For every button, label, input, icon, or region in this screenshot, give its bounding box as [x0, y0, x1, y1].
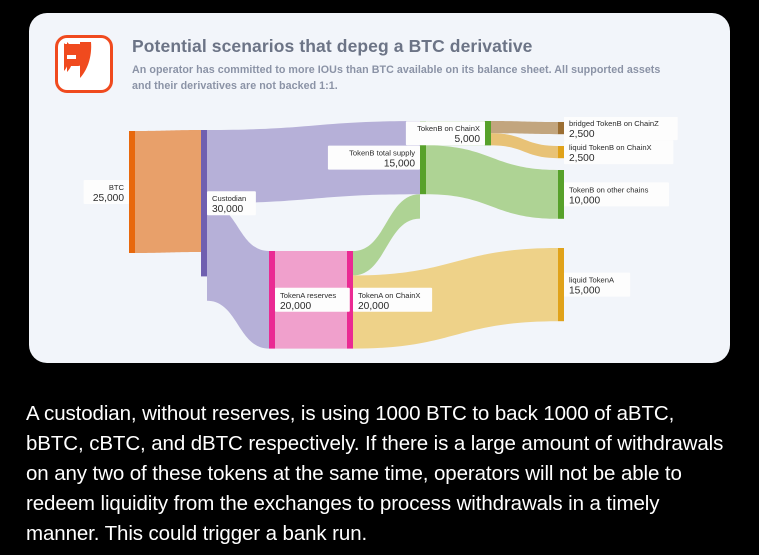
- sankey-link: [353, 194, 420, 276]
- sankey-node-custodian[interactable]: [201, 130, 207, 277]
- node-label: Custodian: [212, 194, 246, 203]
- card-subtitle: An operator has committed to more IOUs t…: [132, 64, 661, 92]
- caption-text: A custodian, without reserves, is using …: [26, 401, 724, 546]
- label-chip: [564, 182, 670, 207]
- label-chip: [327, 145, 420, 170]
- sankey-node-liquid_tokena[interactable]: [558, 248, 564, 322]
- node-label: TokenA reserves: [280, 291, 336, 300]
- sankey-link: [426, 145, 558, 219]
- label-chip: [275, 287, 350, 312]
- node-value: 30,000: [212, 204, 243, 215]
- label-chip: [564, 140, 674, 165]
- sankey-node-btc[interactable]: [129, 131, 135, 253]
- card-title: Potential scenarios that depeg a BTC der…: [132, 36, 533, 56]
- sankey-node-tokena_res[interactable]: [269, 251, 275, 349]
- node-value: 20,000: [280, 301, 311, 312]
- node-value: 10,000: [569, 195, 600, 206]
- blockworks-monogram-logo-icon: [55, 35, 113, 93]
- sankey-link: [353, 248, 558, 349]
- sankey-node-tokenb_supply[interactable]: [420, 121, 426, 195]
- node-label: TokenA on ChainX: [358, 291, 420, 300]
- node-label: liquid TokenA: [569, 276, 615, 285]
- node-label: TokenB on other chains: [569, 185, 649, 194]
- sankey-node-tokena_chainx[interactable]: [347, 251, 353, 349]
- sankey-node-tokenb_chainx[interactable]: [485, 121, 491, 146]
- infographic-card: Potential scenarios that depeg a BTC der…: [29, 13, 730, 363]
- node-value: 15,000: [384, 159, 415, 170]
- label-chip: [83, 180, 129, 204]
- card-header: Potential scenarios that depeg a BTC der…: [55, 35, 710, 94]
- sankey-node-tokenb_other[interactable]: [558, 170, 564, 219]
- sankey-link: [207, 203, 269, 349]
- node-label: liquid TokenB on ChainX: [569, 143, 652, 152]
- label-chip: [564, 117, 678, 141]
- node-value: 20,000: [358, 301, 389, 312]
- sankey-link: [135, 130, 201, 253]
- label-chip: [405, 121, 485, 146]
- label-chip: [564, 272, 631, 297]
- sankey-link: [491, 133, 558, 159]
- node-label: bridged TokenB on ChainZ: [569, 119, 659, 128]
- node-value: 25,000: [93, 193, 124, 204]
- node-label: TokenB on ChainX: [417, 124, 480, 133]
- sankey-link: [491, 121, 558, 135]
- node-value: 2,500: [569, 129, 595, 140]
- label-chip: [207, 191, 256, 216]
- node-value: 5,000: [455, 134, 481, 145]
- card-header-text: Potential scenarios that depeg a BTC der…: [132, 35, 677, 94]
- label-chip: [353, 287, 433, 312]
- node-label: TokenB total supply: [349, 149, 415, 158]
- sankey-node-bridged_chainz[interactable]: [558, 122, 564, 135]
- node-value: 2,500: [569, 153, 595, 164]
- node-label: BTC: [109, 183, 125, 192]
- sankey-node-liquid_b_chainx[interactable]: [558, 146, 564, 159]
- sankey-link: [207, 121, 420, 204]
- node-value: 15,000: [569, 286, 600, 297]
